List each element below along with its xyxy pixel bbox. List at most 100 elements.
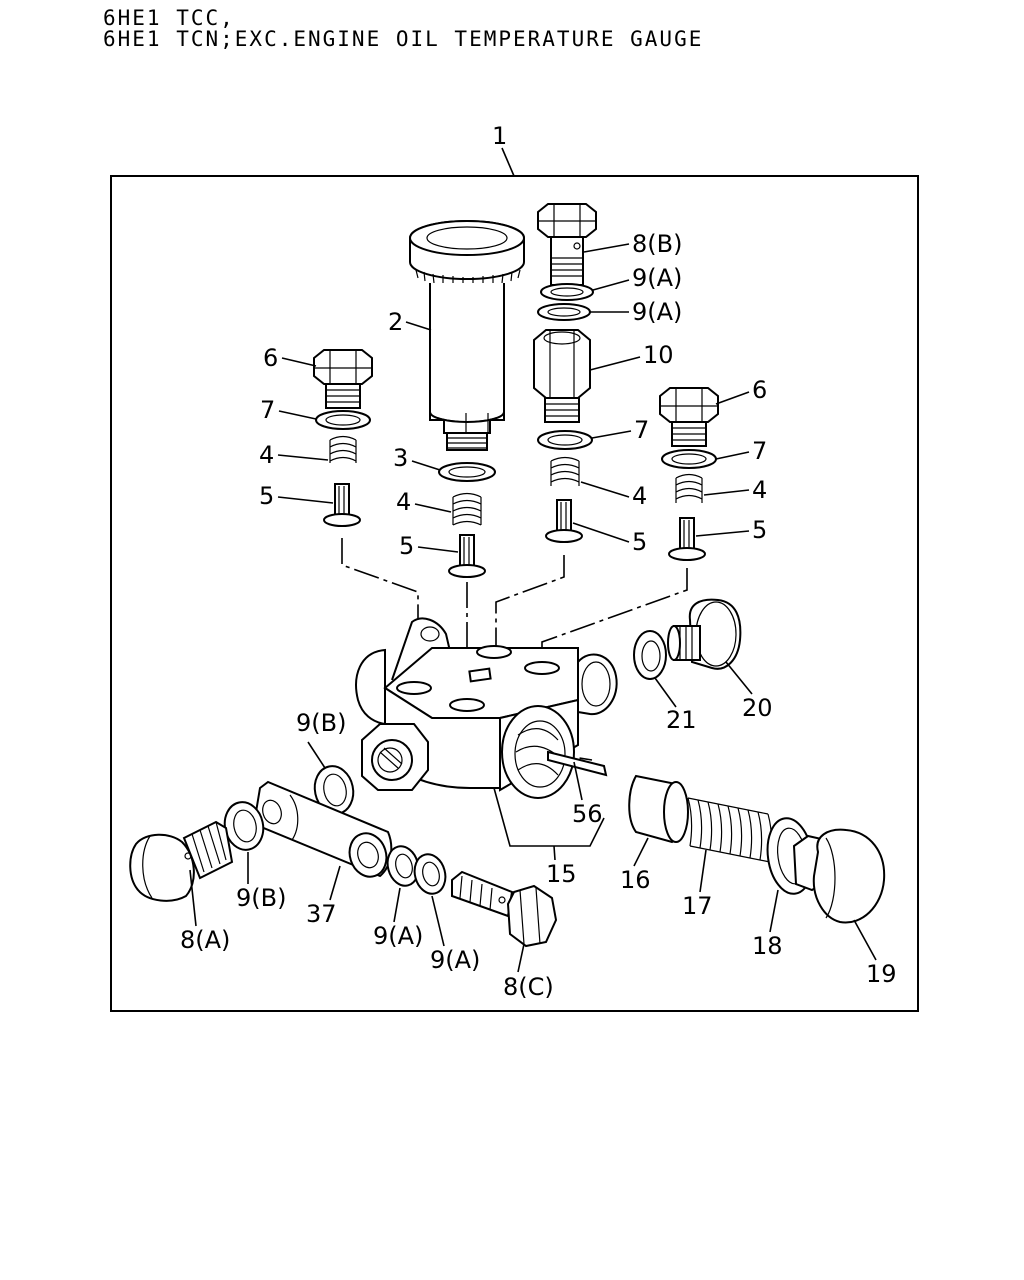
leader-16 xyxy=(633,837,649,867)
callout-20: 20 xyxy=(742,694,773,722)
leader-20 xyxy=(725,661,753,695)
callout-3: 3 xyxy=(393,444,408,472)
callout-1: 1 xyxy=(492,122,507,150)
washer-9A-top-1 xyxy=(540,283,594,301)
leader-18 xyxy=(769,889,779,933)
gasket-3 xyxy=(438,462,496,482)
leader-56 xyxy=(573,761,583,801)
callout-2: 2 xyxy=(388,308,403,336)
priming-pump xyxy=(409,220,525,451)
callout-9A-lower-1: 9(A) xyxy=(373,922,423,950)
callout-8A: 8(A) xyxy=(180,926,230,954)
valve-5-left xyxy=(323,483,361,527)
leader-7-right xyxy=(715,451,750,460)
leader-4-right xyxy=(703,489,750,496)
callout-21: 21 xyxy=(666,706,697,734)
leader-8A xyxy=(189,869,197,927)
callout-5-left: 5 xyxy=(259,482,274,510)
callout-10: 10 xyxy=(643,341,674,369)
callout-7-right: 7 xyxy=(752,437,767,465)
callout-56: 56 xyxy=(572,800,603,828)
leader-9B-upper xyxy=(307,741,326,769)
eye-bolt-37 xyxy=(252,780,393,878)
gasket-7-left xyxy=(315,410,371,430)
gasket-7-right xyxy=(661,449,717,469)
sleeve-16 xyxy=(628,774,689,844)
callout-7-center: 7 xyxy=(634,416,649,444)
spring-4-center xyxy=(452,492,482,526)
callout-5-right: 5 xyxy=(752,516,767,544)
washer-9A-lower-2 xyxy=(413,853,447,895)
plug-20 xyxy=(667,598,742,670)
header-line-2: 6HE1 TCN;EXC.ENGINE OIL TEMPERATURE GAUG… xyxy=(103,27,704,51)
plug-6-left xyxy=(313,349,373,409)
leader-3 xyxy=(411,460,441,471)
leader-2 xyxy=(405,321,432,331)
leader-15 xyxy=(553,845,556,861)
pump-body xyxy=(355,617,618,799)
callout-5-center: 5 xyxy=(399,532,414,560)
gasket-7-center xyxy=(537,430,593,450)
callout-37: 37 xyxy=(306,900,337,928)
spring-4-left xyxy=(329,435,357,463)
spring-4-right-center xyxy=(550,456,580,486)
leader-4-right-center xyxy=(580,481,630,498)
callout-19: 19 xyxy=(866,960,897,988)
plug-19 xyxy=(792,828,886,924)
callout-16: 16 xyxy=(620,866,651,894)
callout-15: 15 xyxy=(546,860,577,888)
valve-5-right-center xyxy=(545,499,583,543)
leader-21 xyxy=(654,677,677,708)
assembly-frame xyxy=(110,175,919,1012)
leader-6-right xyxy=(715,391,750,405)
leader-10 xyxy=(589,356,641,371)
callout-9A-top-1: 9(A) xyxy=(632,264,682,292)
callout-6-left: 6 xyxy=(263,344,278,372)
leader-19 xyxy=(853,919,877,961)
plug-6-right xyxy=(659,387,719,447)
leader-37 xyxy=(329,865,341,901)
callout-9A-lower-2: 9(A) xyxy=(430,946,480,974)
callout-4-right: 4 xyxy=(752,476,767,504)
leader-9A-lower-1 xyxy=(393,887,401,923)
valve-5-right xyxy=(668,517,706,561)
callout-5-right-center: 5 xyxy=(632,528,647,556)
leader-4-left xyxy=(277,454,329,461)
callout-4-left: 4 xyxy=(259,441,274,469)
callout-8B: 8(B) xyxy=(632,230,682,258)
bolt-8A xyxy=(129,820,234,902)
leader-17 xyxy=(699,849,707,893)
leader-5-right xyxy=(695,530,750,537)
callout-7-left: 7 xyxy=(260,396,275,424)
callout-4-center: 4 xyxy=(396,488,411,516)
callout-4-right-center: 4 xyxy=(632,482,647,510)
connector-10 xyxy=(533,329,591,423)
callout-6-right: 6 xyxy=(752,376,767,404)
leader-1 xyxy=(501,147,515,177)
leader-9A-lower-2 xyxy=(431,895,445,947)
leader-7-left xyxy=(278,410,317,420)
leader-5-center xyxy=(417,546,459,553)
callout-9A-top-2: 9(A) xyxy=(632,298,682,326)
leader-4-center xyxy=(414,503,452,513)
leader-8B xyxy=(583,243,630,253)
leader-7-center xyxy=(591,430,632,439)
callout-9B-upper: 9(B) xyxy=(296,709,346,737)
callout-8C: 8(C) xyxy=(503,973,554,1001)
bracket-15 xyxy=(493,787,605,847)
callout-17: 17 xyxy=(682,892,713,920)
header-line-1: 6HE1 TCC, xyxy=(103,6,235,30)
callout-9B-lower: 9(B) xyxy=(236,884,286,912)
leader-8C xyxy=(517,943,525,973)
leader-9A-top-1 xyxy=(592,279,630,291)
valve-5-center xyxy=(448,534,486,578)
bolt-8B xyxy=(537,203,597,286)
leader-5-right-center xyxy=(572,522,630,543)
callout-18: 18 xyxy=(752,932,783,960)
bolt-8C xyxy=(451,870,558,948)
leader-5-left xyxy=(277,496,334,504)
spring-17 xyxy=(687,797,773,863)
spring-4-right xyxy=(675,473,703,503)
leader-6-left xyxy=(281,357,317,367)
